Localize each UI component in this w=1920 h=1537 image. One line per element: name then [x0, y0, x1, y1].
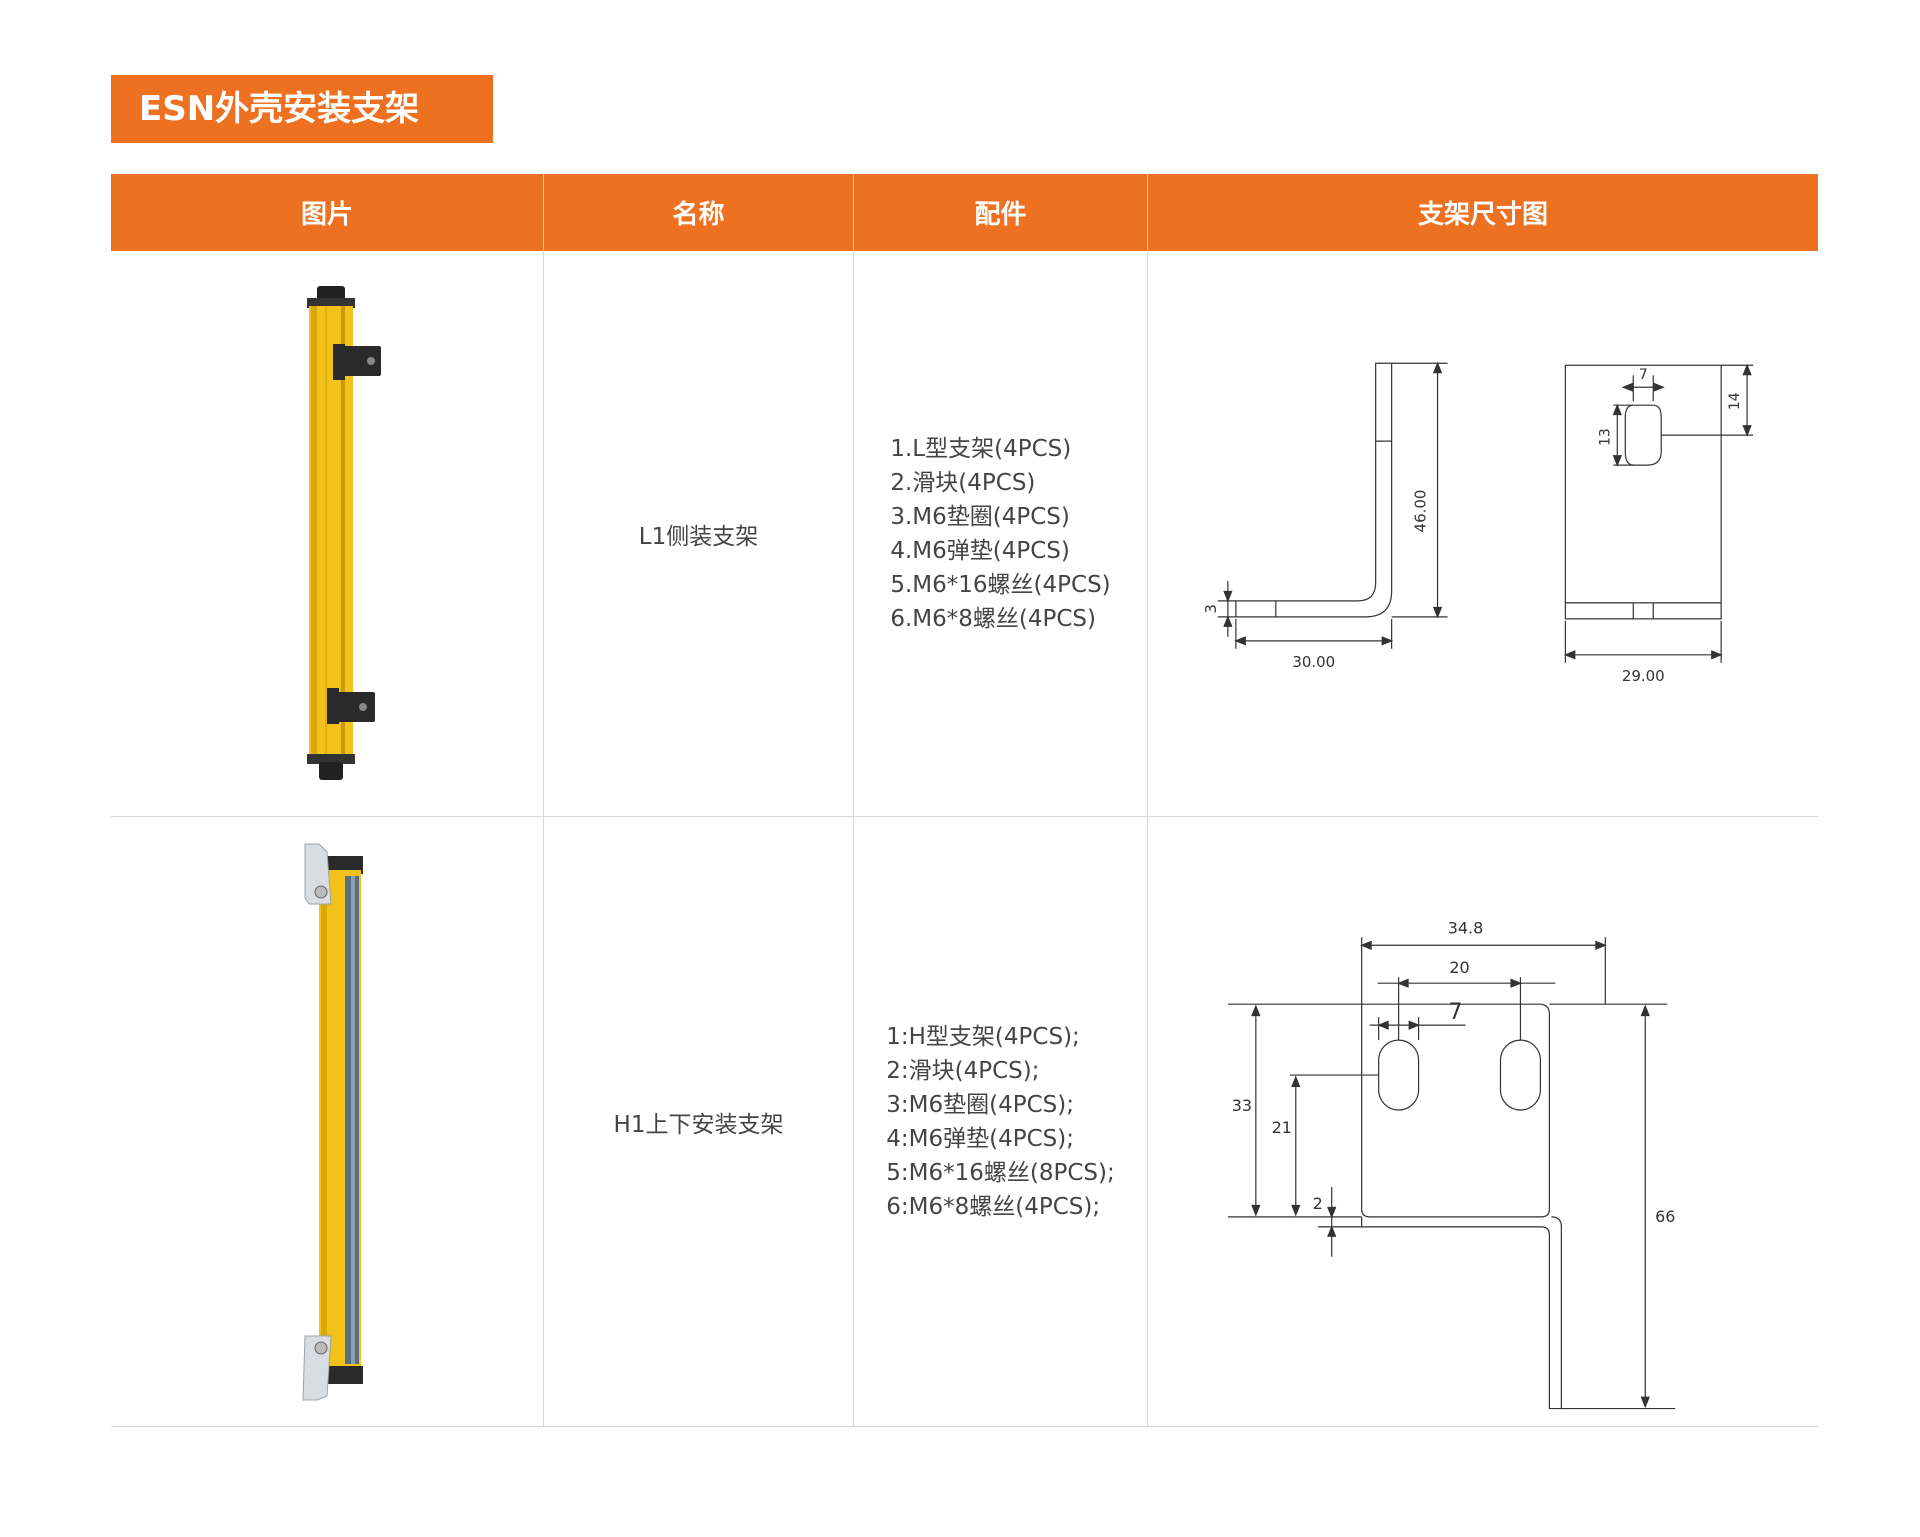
dim-plate-height: 33 [1232, 1096, 1252, 1115]
table-header: 图片 名称 配件 支架尺寸图 [111, 174, 1818, 251]
parts-item: 4:M6弹垫(4PCS); [886, 1125, 1074, 1152]
header-name: 名称 [543, 174, 853, 251]
table-row: H1上下安装支架 1:H型支架(4PCS); 2:滑块(4PCS); 3:M6垫… [111, 817, 1818, 1427]
dim-width: 29.00 [1622, 666, 1665, 684]
dim-total-height: 66 [1655, 1206, 1675, 1225]
header-image: 图片 [300, 200, 353, 230]
parts-item: 5.M6*16螺丝(4PCS) [890, 571, 1111, 598]
dim-slot-width: 7 [1449, 1000, 1463, 1025]
product-name-cell: L1侧装支架 [543, 251, 853, 816]
section-title: ESN外壳安装支架 [111, 75, 493, 143]
dim-hole-spacing: 20 [1449, 958, 1469, 977]
header-parts: 配件 [853, 174, 1147, 251]
parts-item: 2:滑块(4PCS); [886, 1057, 1040, 1084]
dim-slot-width: 7 [1639, 367, 1648, 383]
dim-slot-height: 13 [1597, 428, 1613, 446]
dim-thickness: 3 [1202, 604, 1220, 614]
dim-slot-top: 14 [1727, 392, 1743, 410]
parts-list: 1.L型支架(4PCS) 2.滑块(4PCS) 3.M6垫圈(4PCS) 4.M… [890, 432, 1110, 636]
product-name: H1上下安装支架 [613, 1111, 784, 1138]
dim-thickness: 2 [1313, 1193, 1323, 1212]
drawing-cell: 34.8 20 7 [1147, 817, 1818, 1426]
l-bracket-bottom [327, 687, 375, 724]
parts-item: 1:H型支架(4PCS); [886, 1023, 1080, 1050]
dim-height: 46.00 [1412, 489, 1430, 532]
product-image-cell [111, 817, 543, 1426]
parts-item: 1.L型支架(4PCS) [890, 435, 1072, 462]
parts-list: 1:H型支架(4PCS); 2:滑块(4PCS); 3:M6垫圈(4PCS); … [886, 1020, 1114, 1224]
dim-hole-height: 21 [1272, 1117, 1292, 1136]
parts-item: 3:M6垫圈(4PCS); [886, 1091, 1074, 1118]
drawing-cell: 46.00 3 30.00 [1147, 251, 1818, 816]
header-drawing: 支架尺寸图 [1147, 174, 1818, 251]
dim-width: 34.8 [1448, 918, 1484, 937]
parts-item: 4.M6弹垫(4PCS) [890, 537, 1070, 564]
product-name: L1侧装支架 [638, 523, 759, 550]
parts-cell: 1:H型支架(4PCS); 2:滑块(4PCS); 3:M6垫圈(4PCS); … [853, 817, 1147, 1426]
light-curtain-h1-image [302, 843, 363, 1400]
l-bracket-top [333, 343, 381, 380]
table-row: L1侧装支架 1.L型支架(4PCS) 2.滑块(4PCS) 3.M6垫圈(4P… [111, 251, 1818, 817]
light-curtain-l1-image [307, 285, 381, 780]
parts-item: 6.M6*8螺丝(4PCS) [890, 605, 1097, 632]
l-bracket-drawing: 46.00 3 30.00 [1202, 361, 1754, 684]
bracket-table: 图片 名称 配件 支架尺寸图 [111, 174, 1818, 1427]
h-bracket-bottom [302, 1335, 332, 1400]
parts-item: 6:M6*8螺丝(4PCS); [886, 1193, 1101, 1220]
h-bracket-drawing: 34.8 20 7 [1227, 918, 1675, 1409]
dim-length: 30.00 [1292, 652, 1335, 670]
product-name-cell: H1上下安装支架 [543, 817, 853, 1426]
parts-item: 3.M6垫圈(4PCS) [890, 503, 1070, 530]
parts-cell: 1.L型支架(4PCS) 2.滑块(4PCS) 3.M6垫圈(4PCS) 4.M… [853, 251, 1147, 816]
parts-item: 5:M6*16螺丝(8PCS); [886, 1159, 1115, 1186]
parts-item: 2.滑块(4PCS) [890, 469, 1036, 496]
product-image-cell [111, 251, 543, 816]
h-bracket-top [304, 843, 332, 904]
